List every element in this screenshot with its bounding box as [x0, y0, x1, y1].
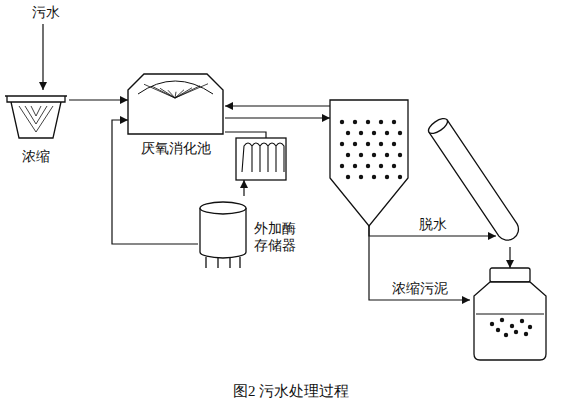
flow-connector — [243, 180, 244, 196]
process-unit: 外加酶 存储器 — [198, 196, 306, 270]
heat-exchanger — [236, 138, 286, 180]
sludge-particle — [340, 120, 344, 124]
flow-connector — [225, 117, 330, 118]
digester-mixer — [175, 84, 208, 98]
sludge-particle — [500, 318, 504, 322]
sludge-particle — [346, 131, 350, 135]
digester-mixer — [144, 84, 175, 98]
sludge-level — [476, 314, 544, 315]
sludge-particle — [359, 153, 363, 157]
sludge-particle — [359, 175, 363, 179]
sludge-particle — [504, 333, 508, 337]
inflow-arrow — [42, 24, 43, 90]
sludge-particle — [379, 142, 383, 146]
sludge-bottle — [474, 282, 546, 360]
digester-mixer — [168, 90, 175, 98]
flow-connector — [225, 132, 266, 138]
sludge-particle — [366, 142, 370, 146]
digester-mixer — [160, 88, 175, 98]
thickener-scraper — [19, 106, 53, 132]
sludge-particle — [528, 325, 532, 329]
sludge-particle — [353, 120, 357, 124]
digester-dome — [138, 81, 213, 94]
sludge-particle — [359, 131, 363, 135]
settling-tank — [330, 100, 408, 226]
flow-connector — [112, 120, 198, 244]
tank-leg — [217, 257, 218, 268]
flow-connector — [509, 247, 510, 268]
thickener-vessel — [5, 96, 67, 138]
sludge-particle — [346, 153, 350, 157]
sludge-particle — [372, 131, 376, 135]
sludge-particle — [340, 142, 344, 146]
unit-outline — [236, 138, 286, 180]
sludge-particle — [392, 164, 396, 168]
sludge-particle — [372, 175, 376, 179]
sludge-particle — [510, 324, 514, 328]
sludge-particle — [392, 142, 396, 146]
process-unit: 厌氧消化池 — [128, 70, 225, 160]
sludge-particle — [385, 131, 389, 135]
unit-label: 厌氧消化池 — [128, 140, 223, 157]
connector-label: 浓缩污泥 — [390, 280, 450, 297]
flow-connector — [225, 105, 330, 106]
sludge-particle — [385, 153, 389, 157]
sludge-particle — [520, 319, 524, 323]
enzyme-tank-top — [200, 202, 246, 214]
sludge-particle — [346, 175, 350, 179]
process-unit — [470, 268, 550, 360]
digester-tank — [128, 74, 223, 134]
flow-label: 污水 — [30, 4, 62, 21]
sludge-particle — [490, 322, 494, 326]
unit-label: 浓缩 — [5, 148, 67, 165]
sludge-particle — [496, 328, 500, 332]
unit-outline — [470, 268, 550, 360]
enzyme-tank — [200, 208, 246, 258]
figure-caption: 图2 污水处理过程 — [233, 382, 349, 401]
process-unit — [330, 100, 408, 226]
heat-exchanger-coil — [242, 143, 284, 172]
sludge-particle — [385, 175, 389, 179]
tank-leg — [229, 257, 230, 268]
sludge-particle — [353, 142, 357, 146]
tank-leg — [239, 257, 240, 268]
sludge-particle — [372, 153, 376, 157]
sludge-particle — [398, 175, 402, 179]
pipe-opening — [426, 116, 450, 137]
sludge-particle — [353, 164, 357, 168]
sludge-particle — [514, 330, 518, 334]
unit-label: 外加酶 存储器 — [254, 220, 302, 254]
tank-leg — [205, 257, 206, 268]
connector-label: 脱水 — [417, 216, 449, 233]
sludge-particle — [524, 332, 528, 336]
sludge-particle — [379, 164, 383, 168]
flow-connector — [69, 99, 128, 100]
sludge-particle — [366, 120, 370, 124]
sludge-particle — [392, 120, 396, 124]
digester-mixer — [152, 86, 175, 98]
sludge-particle — [379, 120, 383, 124]
sludge-particle — [398, 131, 402, 135]
sludge-particle — [340, 164, 344, 168]
sludge-particle — [366, 164, 370, 168]
process-unit: 浓缩 — [5, 92, 69, 170]
process-unit — [236, 138, 286, 180]
unit-outline — [330, 100, 408, 226]
bottle-lid — [490, 268, 530, 282]
flow-connector — [369, 226, 470, 300]
sludge-particle — [398, 153, 402, 157]
